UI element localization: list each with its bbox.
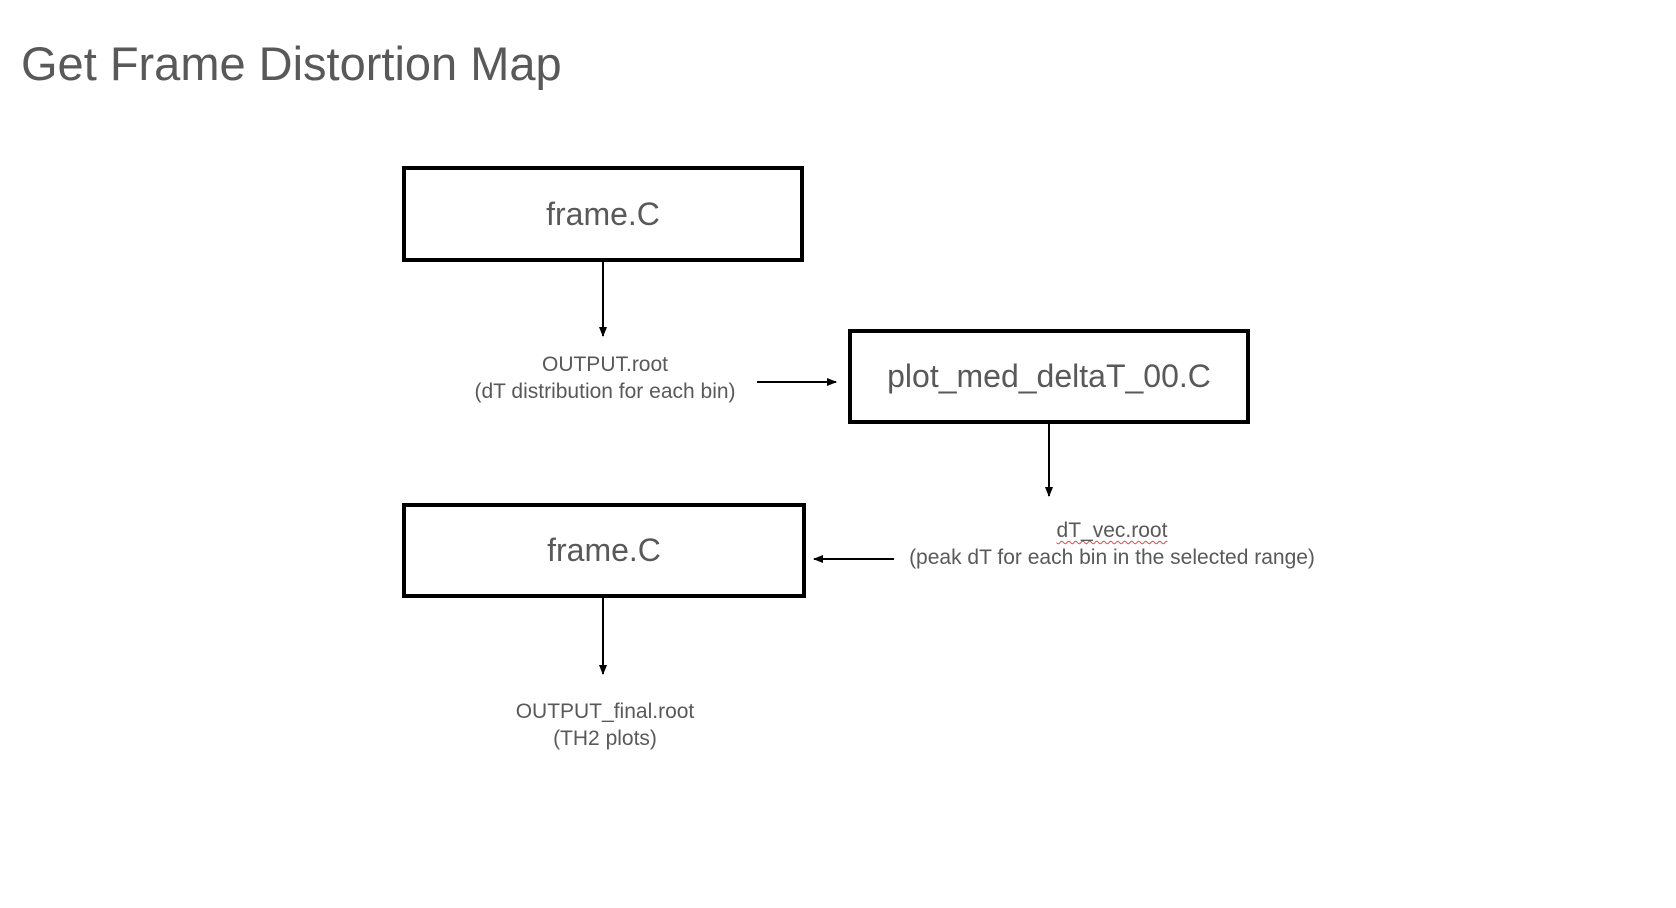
node-plot-med-deltat: plot_med_deltaT_00.C — [848, 329, 1250, 424]
dt-vec-label: dT_vec.root (peak dT for each bin in the… — [890, 517, 1334, 571]
output-root-desc: (dT distribution for each bin) — [474, 380, 736, 403]
node-frame-c-bottom: frame.C — [402, 503, 806, 598]
dt-vec-name: dT_vec.root — [1056, 519, 1168, 542]
output-root-name: OUTPUT.root — [541, 353, 669, 376]
dt-vec-desc: (peak dT for each bin in the selected ra… — [909, 546, 1315, 569]
slide-title: Get Frame Distortion Map — [21, 37, 562, 90]
output-final-desc: (TH2 plots) — [553, 727, 657, 750]
output-final-name: OUTPUT_final.root — [515, 700, 695, 723]
output-final-label: OUTPUT_final.root (TH2 plots) — [455, 698, 755, 752]
output-root-label: OUTPUT.root (dT distribution for each bi… — [455, 351, 755, 405]
node-frame-c-top: frame.C — [402, 166, 804, 262]
